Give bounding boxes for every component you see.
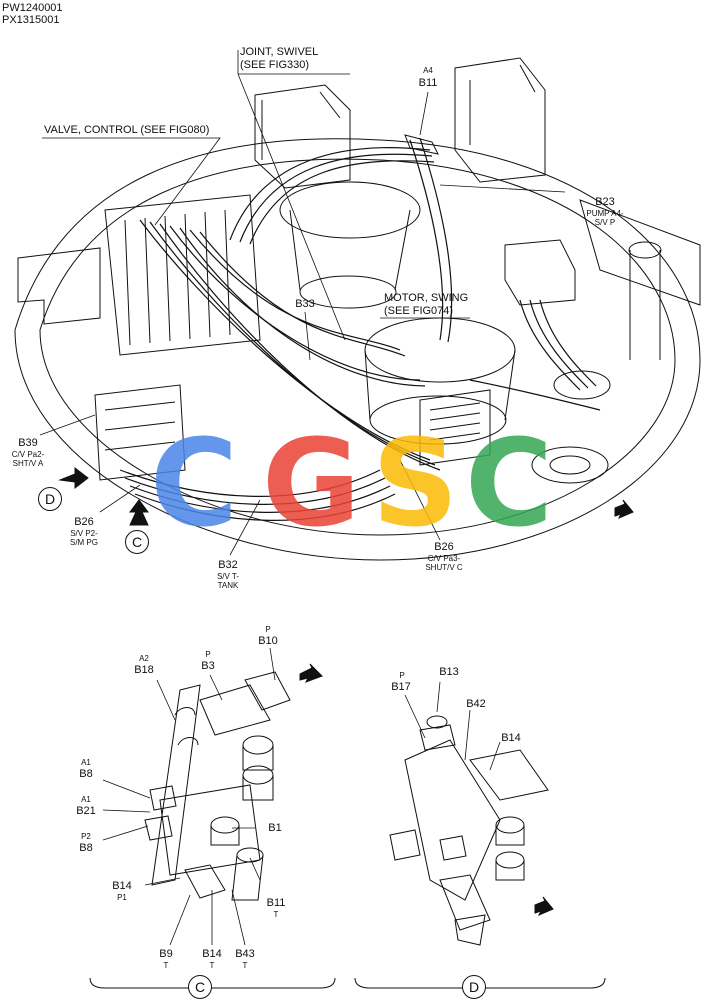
label-b42: B42 xyxy=(466,698,486,710)
label-b26-left-sub2: S/M PG xyxy=(69,538,98,547)
label-b21-sub: A1 xyxy=(81,795,91,804)
frame-upper-left xyxy=(254,84,351,189)
label-b33: B33 xyxy=(295,298,315,310)
label-b17: B17 xyxy=(391,681,411,693)
label-b21: B21 xyxy=(76,805,96,817)
control-box xyxy=(419,389,491,466)
label-b18-sub: A2 xyxy=(139,654,149,663)
label-b26-right: B26 xyxy=(434,541,454,553)
turntable-outline xyxy=(14,138,701,561)
watermark-c1: C xyxy=(150,415,239,554)
label-b43: B43 xyxy=(235,948,255,960)
label-b11-detail: B11 xyxy=(266,897,286,909)
label-b14b: B14 xyxy=(202,948,222,960)
label-b39: B39 xyxy=(18,437,38,449)
label-b3: B3 xyxy=(201,660,215,672)
label-b23: B23 xyxy=(595,196,615,208)
bearing-ring xyxy=(531,446,609,484)
part-number-2: PX1315001 xyxy=(2,14,60,26)
label-b8a: B8 xyxy=(79,768,93,780)
flow-arrow-d xyxy=(534,896,554,916)
control-valve-block xyxy=(104,194,261,356)
label-b9: B9 xyxy=(159,948,173,960)
callout-motor-line1: MOTOR, SWING xyxy=(384,292,469,304)
label-b10-sub: P xyxy=(265,625,271,634)
callout-joint-line2: (SEE FIG330) xyxy=(240,59,310,71)
label-b8b-sub: P2 xyxy=(81,832,91,841)
part-number-1: PW1240001 xyxy=(2,2,63,14)
label-b14b-sub: T xyxy=(209,961,215,970)
view-label-c: C xyxy=(188,975,212,999)
label-a4-sub: A4 xyxy=(423,66,433,75)
label-b39-sub1: C/V Pa2- xyxy=(11,450,45,459)
frame-upper-right xyxy=(454,57,546,183)
view-marker-c: C xyxy=(125,530,149,554)
view-marker-d: D xyxy=(38,487,62,511)
detail-d-valve xyxy=(389,715,549,946)
label-b26-left-sub1: S/V P2- xyxy=(70,529,98,538)
watermark-s: S xyxy=(372,415,459,554)
leader-lines xyxy=(39,50,566,556)
bracket-c xyxy=(89,977,336,989)
frame-right-rail xyxy=(579,199,701,306)
label-b26-right-sub2: SHUT/V C xyxy=(425,563,463,572)
label-b3-sub: P xyxy=(205,650,211,659)
label-b32: B32 xyxy=(218,559,238,571)
callout-motor-line2: (SEE FIG074) xyxy=(384,305,454,317)
detail-d-leaders xyxy=(404,681,501,771)
flow-arrow-main xyxy=(614,499,634,519)
watermark-g: G xyxy=(262,415,361,554)
label-b26-left: B26 xyxy=(74,516,94,528)
label-b1: B1 xyxy=(268,822,282,834)
fitting-b11 xyxy=(404,134,439,155)
connector-block xyxy=(504,239,576,306)
label-b14-detail-d: B14 xyxy=(501,732,521,744)
label-b14a: B14 xyxy=(112,880,132,892)
label-b8b: B8 xyxy=(79,842,93,854)
label-b11: B11 xyxy=(418,77,438,89)
arrow-d xyxy=(58,466,89,490)
frame-left-plate xyxy=(17,247,101,325)
swivel-joint xyxy=(279,181,421,239)
label-b9-sub: T xyxy=(163,961,169,970)
label-b14a-sub: P1 xyxy=(117,893,127,902)
frame-right-post xyxy=(629,250,661,360)
label-b8a-sub: A1 xyxy=(81,758,91,767)
view-label-d: D xyxy=(462,975,486,999)
detail-c-valve xyxy=(144,671,291,901)
label-b43-sub: T xyxy=(242,961,248,970)
flow-arrow-c xyxy=(299,663,323,683)
label-b10: B10 xyxy=(258,635,278,647)
callout-joint-line1: JOINT, SWIVEL xyxy=(240,46,319,58)
label-b18: B18 xyxy=(134,664,154,676)
label-b11-detail-sub: T xyxy=(273,910,279,919)
label-b17-sub: P xyxy=(399,671,405,680)
arrow-c xyxy=(129,499,149,526)
label-b32-sub1: S/V T- xyxy=(216,572,240,581)
hose-bundle xyxy=(119,137,601,521)
label-b26-right-sub1: C/V Pa3- xyxy=(427,554,461,563)
label-b13: B13 xyxy=(439,666,459,678)
label-b23-sub2: S/V P xyxy=(594,218,616,227)
left-valve-stack xyxy=(94,384,186,481)
label-b32-sub2: TANK xyxy=(217,581,239,590)
watermark-c2: C xyxy=(465,415,554,554)
label-b39-sub2: SHT/V A xyxy=(12,459,44,468)
detail-c-leaders xyxy=(102,647,276,946)
callout-valve: VALVE, CONTROL (SEE FIG080) xyxy=(44,124,210,136)
label-b23-sub1: PUMP A4- xyxy=(586,209,624,218)
